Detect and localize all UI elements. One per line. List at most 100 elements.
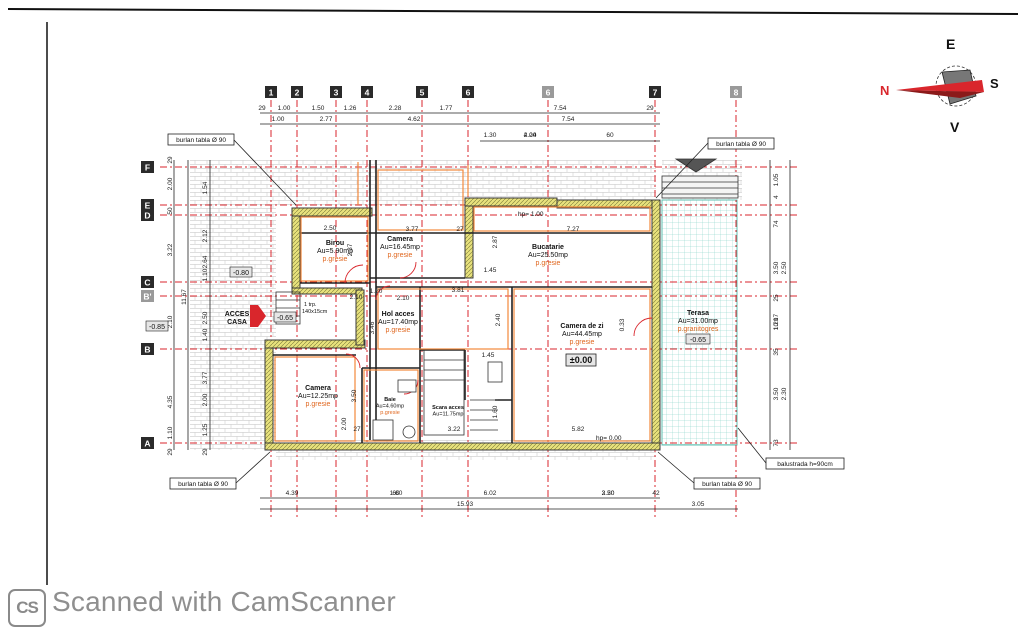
axis-marker-label: 4 xyxy=(365,88,370,98)
dimension-value: 1.77 xyxy=(440,105,453,112)
room-finish: p.granitogres xyxy=(678,326,719,333)
room-name: Camera xyxy=(305,385,331,392)
bathroom-fixtures xyxy=(372,379,417,441)
room-finish: p.gresie xyxy=(388,252,413,259)
dimension-value: 3.22 xyxy=(167,243,174,256)
dimension-value: 4 xyxy=(773,195,780,199)
dimension-value: 1.05 xyxy=(773,173,780,186)
axis-marker-label: C xyxy=(144,278,150,288)
axis-marker-C: C xyxy=(141,276,154,288)
compass-v: V xyxy=(950,119,960,135)
dimension-value: 3.50 xyxy=(351,389,358,402)
dimension-value: 1.54 xyxy=(202,181,209,194)
dimension-value: 2.10 xyxy=(350,294,363,301)
dimension-value: 2.00 xyxy=(202,393,209,406)
axis-marker-B: B xyxy=(141,343,154,355)
axis-marker-4: 4 xyxy=(361,86,373,98)
axis-marker-label: 1 xyxy=(269,88,274,98)
dimension-value: 2.30 xyxy=(781,387,788,400)
camscanner-logo: CS xyxy=(8,589,46,627)
dimension-value: 3.77 xyxy=(406,226,419,233)
dimension-value: 2.00 xyxy=(341,417,348,430)
north-arrow: E S N V xyxy=(880,36,999,135)
terrace-details xyxy=(661,158,739,199)
dimension-value: 0.33 xyxy=(619,318,626,331)
dimension-value: 29 xyxy=(202,448,209,456)
stairs xyxy=(275,291,503,436)
axis-marker-1: 1 xyxy=(265,86,277,98)
dimension-value: 2.00 xyxy=(167,177,174,190)
dimension-value: 1.45 xyxy=(484,267,497,274)
axis-marker-D: D xyxy=(141,209,154,221)
compass-n: N xyxy=(880,83,889,98)
hp-living-label: hp= 0.00 xyxy=(596,435,622,442)
one-step-label: 1 trp. xyxy=(304,302,317,308)
compass-e: E xyxy=(946,36,955,52)
axis-marker-label: D xyxy=(144,211,150,221)
dimension-value: 73 xyxy=(773,439,780,447)
room-name: Hol acces xyxy=(382,311,415,318)
room-finish: p.gresie xyxy=(380,410,400,416)
dimension-value: 2.40 xyxy=(495,313,502,326)
axis-marker-label: 6 xyxy=(546,88,551,98)
dimension-value: 1.10 xyxy=(167,426,174,439)
level-terrace-label: -0.65 xyxy=(690,337,706,344)
walls xyxy=(264,197,661,451)
dimension-value: 3.46 xyxy=(369,321,376,334)
dimension-value: 1.50 xyxy=(312,105,325,112)
axis-marker-label: 8 xyxy=(734,88,739,98)
dimension-value: 1.26 xyxy=(344,105,357,112)
dimension-value: 27 xyxy=(353,426,361,433)
dimension-value: 1.10 xyxy=(202,268,209,281)
dimension-value: 2.50 xyxy=(202,311,209,324)
room-finish: p.gresie xyxy=(570,339,595,346)
dimension-value: 3.77 xyxy=(202,371,209,384)
dimension-value: 7.27 xyxy=(567,226,580,233)
dimension-value: 2.00 xyxy=(524,132,537,139)
dimension-value: 1.25 xyxy=(202,423,209,436)
dimension-value: 2.64 xyxy=(202,255,209,268)
room-name: Camera xyxy=(387,236,413,243)
axis-marker-label: 3 xyxy=(334,88,339,98)
dimension-value: 29 xyxy=(167,448,174,456)
level-access-label: -0.65 xyxy=(277,315,293,322)
level-zero-label: ±0.00 xyxy=(570,355,592,365)
axis-marker-3: 3 xyxy=(330,86,342,98)
room-finish: p.gresie xyxy=(323,256,348,263)
dimension-value: 5.82 xyxy=(572,426,585,433)
dimension-value: 2.37 xyxy=(347,243,354,256)
dimension-lines xyxy=(173,112,791,510)
dimension-value: 29 xyxy=(646,105,654,112)
room-area: Au=12.25mp xyxy=(298,393,338,400)
dimension-value: 42 xyxy=(652,490,660,497)
room-area: Au=25.50mp xyxy=(528,252,568,259)
dimension-value: 74 xyxy=(773,220,780,228)
dimension-value: 2.10 xyxy=(397,295,410,302)
room-name: Terasa xyxy=(687,310,709,317)
dimension-value: 2.50 xyxy=(324,225,337,232)
axis-marker-E: E xyxy=(141,199,154,211)
dimension-value: 6.02 xyxy=(484,490,497,497)
dimension-value: 4.24 xyxy=(524,132,537,139)
acces-label-2: CASA xyxy=(227,319,247,326)
axis-marker-7: 7 xyxy=(649,86,661,98)
camscanner-watermark: Scanned with CamScanner xyxy=(52,586,396,617)
dimension-value: 3.50 xyxy=(773,261,780,274)
dimension-value: 15.93 xyxy=(457,501,474,508)
dimension-value: 2.50 xyxy=(781,261,788,274)
axis-marker-label: 7 xyxy=(653,88,658,98)
room-name: Birou xyxy=(326,240,344,247)
callout-burlan-bottom-right: burlan tabla Ø 90 xyxy=(702,481,752,488)
dimension-value: 1.45 xyxy=(482,352,495,359)
room-area: Au=5.90mp xyxy=(317,248,353,255)
dimension-value: 29 xyxy=(258,105,266,112)
dimension-value: 7.54 xyxy=(554,105,567,112)
dimension-value: 2.87 xyxy=(492,235,499,248)
axis-marker-F: F xyxy=(141,161,154,173)
